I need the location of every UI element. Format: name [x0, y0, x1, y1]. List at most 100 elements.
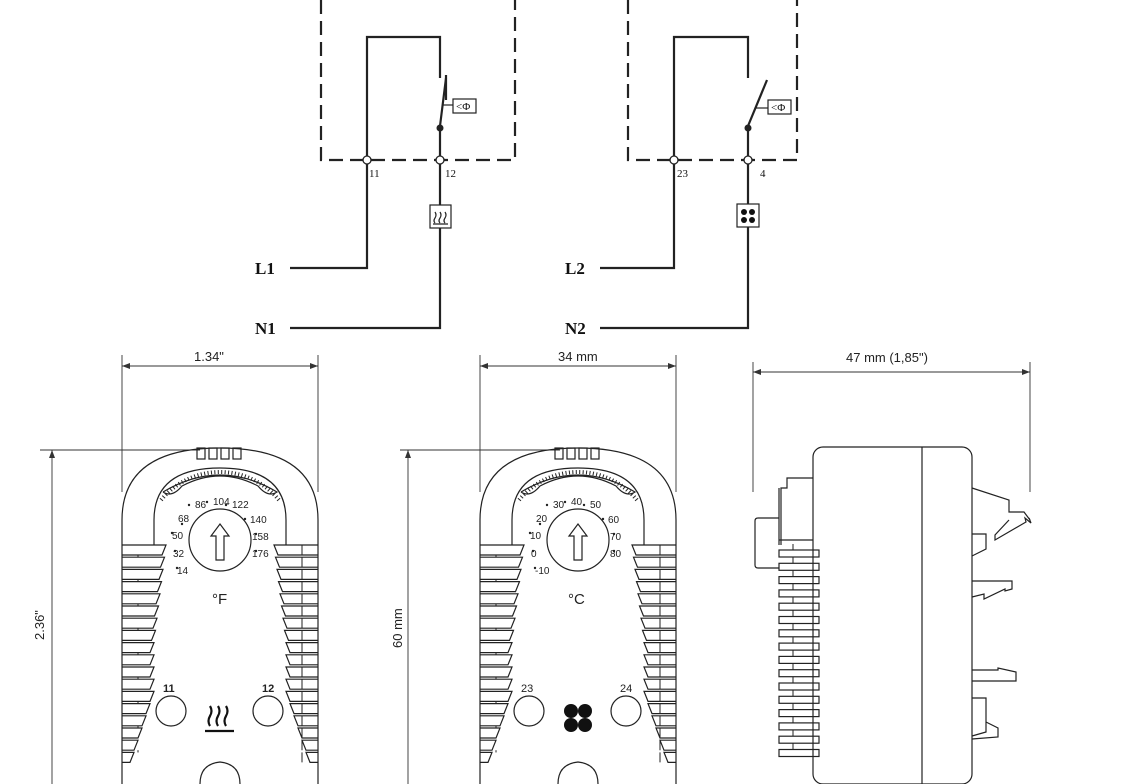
vent-fin [283, 629, 318, 641]
vent-fin [634, 568, 676, 580]
scale-dot [612, 532, 616, 536]
dial-tick [159, 497, 164, 502]
side-vent-fin [778, 735, 820, 744]
vent-fin [289, 703, 318, 715]
dial-tick [548, 475, 551, 480]
scale-dot [545, 503, 549, 507]
setpoint-knob[interactable] [546, 508, 610, 572]
switch-pivot [436, 124, 444, 132]
top-vent-slot [566, 447, 576, 460]
scale-label: 158 [252, 532, 269, 543]
vent-fin [480, 581, 521, 593]
vent-fin [480, 556, 524, 568]
top-vent-slot [196, 447, 206, 460]
side-vent-fin [778, 748, 820, 758]
dial-tick [561, 471, 564, 476]
vent-fin [122, 605, 160, 617]
dial-tick [200, 472, 203, 477]
vent-fin [631, 544, 676, 556]
setpoint-knob[interactable] [188, 508, 252, 572]
vent-fin [122, 593, 161, 605]
scale-dot [563, 500, 567, 504]
dial-tick [172, 485, 176, 490]
top-vent-slot [554, 447, 564, 460]
dial-tick [240, 473, 244, 478]
dial-tick [619, 483, 624, 488]
vent-fin [663, 751, 676, 763]
top-vent-slot [578, 447, 588, 460]
vent-fin [122, 617, 158, 629]
side-vent-fin [778, 708, 820, 718]
vent-fin [480, 617, 516, 629]
vent-fin [480, 642, 513, 654]
vent-fin [122, 690, 155, 702]
dial-tick [517, 497, 522, 502]
dial-tick [595, 472, 598, 477]
vent-fin [480, 654, 513, 666]
dial-tick [614, 480, 618, 484]
housing-boundary [626, 0, 799, 162]
dial-tick [627, 490, 632, 494]
dial-tick [634, 497, 639, 502]
housing-outline [121, 447, 319, 784]
dial-tick [166, 490, 171, 494]
vent-fin [637, 593, 676, 605]
dimensions: 1.34" 34 mm 47 mm (1,85") 2.36" 60 mm [32, 349, 1031, 784]
side-vent-fin [778, 602, 820, 611]
dial-tick [164, 492, 168, 497]
din-rail-clips[interactable] [971, 487, 1032, 740]
internal-wire [365, 35, 448, 160]
dial-tick [174, 483, 179, 488]
dial-tick [272, 492, 276, 497]
scale-dot [601, 517, 605, 521]
dial-tick [274, 495, 279, 499]
vent-fin [273, 544, 318, 556]
dial-tick [608, 476, 611, 481]
vent-fin [122, 581, 163, 593]
dial-tick [183, 478, 187, 483]
dial-tick [527, 487, 531, 492]
side-vent-fin [778, 589, 820, 598]
scale-dot [173, 549, 177, 553]
scale-label: 60 [608, 515, 620, 526]
vent-fin [480, 715, 505, 727]
dial-tick [522, 492, 526, 497]
dial-window [162, 474, 279, 495]
vent-fin [122, 703, 151, 715]
vent-fin [122, 666, 155, 678]
vent-fin [480, 629, 515, 641]
heater-icon [205, 705, 234, 733]
inner-arch [511, 467, 645, 545]
terminal-hole [610, 695, 642, 727]
sensor-symbol: <Φ [771, 102, 785, 114]
wiring-diagram-heater: <Φ 11 12 L1 N1 [255, 0, 517, 338]
dial-tick [632, 495, 637, 499]
vent-fin [635, 581, 676, 593]
dial-tick [180, 480, 184, 484]
sensor-box [767, 99, 792, 115]
terminal-hole [252, 695, 284, 727]
line-label: L2 [565, 259, 585, 278]
dial-tick [541, 478, 545, 483]
arrow-up-icon [567, 523, 589, 561]
internal-wire [672, 35, 750, 160]
scale-label: 10 [530, 531, 542, 542]
dial-tick [250, 476, 253, 481]
depth-label: 47 mm (1,85") [846, 350, 928, 365]
vent-fin [122, 556, 166, 568]
dial-tick [551, 474, 554, 479]
vent-fin [297, 727, 318, 739]
vent-fin [277, 581, 318, 593]
dial-tick [261, 483, 266, 488]
unit-label: °C [568, 591, 585, 608]
dial-tick [207, 470, 209, 475]
dimension-lines [40, 355, 1031, 784]
external-wire [600, 131, 750, 330]
vent-fin [122, 654, 155, 666]
dial-tick [231, 470, 233, 475]
terminal-label: 12 [262, 683, 274, 695]
top-vent-slot [590, 447, 600, 460]
